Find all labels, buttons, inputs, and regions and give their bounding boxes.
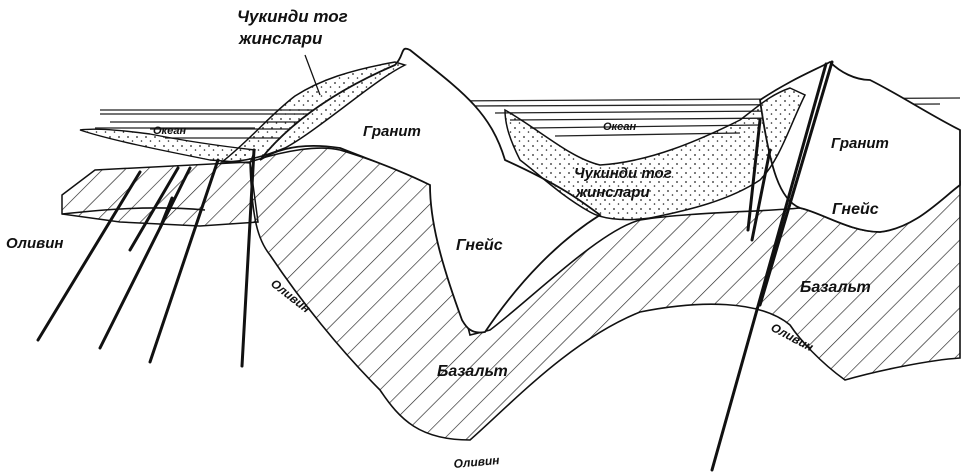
label-sediments-top: Чукинди тог жинслари xyxy=(237,7,352,48)
label-olivine-far-left: Оливин xyxy=(6,235,63,252)
label-granite-right: Гранит xyxy=(831,135,889,152)
label-gneiss-right: Гнейс xyxy=(832,201,879,218)
label-gneiss-center: Гнейс xyxy=(456,237,503,254)
label-basalt-right: Базальт xyxy=(800,279,871,296)
label-ocean-right: Океан xyxy=(603,121,637,133)
basalt-layer-left xyxy=(62,162,258,226)
label-granite-left: Гранит xyxy=(363,123,421,140)
label-basalt-center: Базальт xyxy=(437,363,508,380)
label-olivine-bottom: Оливин xyxy=(453,453,501,471)
label-ocean-left: Океан xyxy=(153,125,187,137)
